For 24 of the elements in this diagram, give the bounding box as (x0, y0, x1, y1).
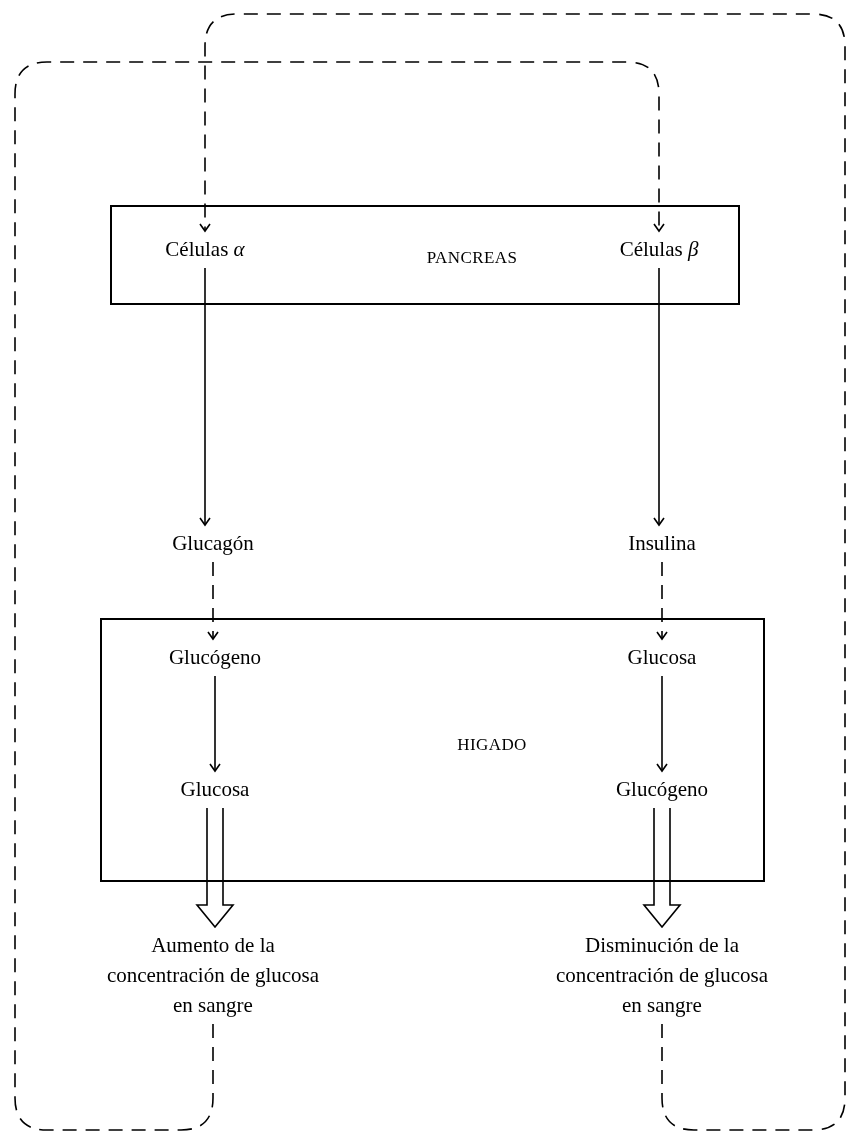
effect-text: Aumento de la concentración de glucosa en sangre (103, 930, 323, 1020)
substance-label: Glucógeno (168, 642, 262, 672)
hollow-arrow (195, 807, 235, 929)
effect-text: Disminución de la concentración de glucosa en sangre (547, 930, 777, 1020)
substance-label: Insulina (628, 528, 696, 558)
organ-label: HIGADO (457, 734, 527, 756)
dashed-arrow (207, 561, 219, 640)
substance-label: Glucosa (627, 642, 697, 672)
arrow (199, 267, 211, 526)
arrow (209, 675, 221, 772)
substance-label: Células β (619, 234, 699, 264)
arrow (656, 675, 668, 772)
dashed-arrow (14, 61, 665, 1131)
organ-box (110, 205, 740, 305)
organ-label: PANCREAS (426, 247, 518, 269)
substance-label: Glucógeno (615, 774, 709, 804)
substance-label: Glucosa (180, 774, 250, 804)
arrow (653, 267, 665, 526)
dashed-arrow (199, 13, 846, 1131)
hollow-arrow (642, 807, 682, 929)
dashed-arrow (656, 561, 668, 640)
substance-label: Glucagón (172, 528, 254, 558)
substance-label: Células α (165, 234, 245, 264)
organ-box (100, 618, 765, 882)
